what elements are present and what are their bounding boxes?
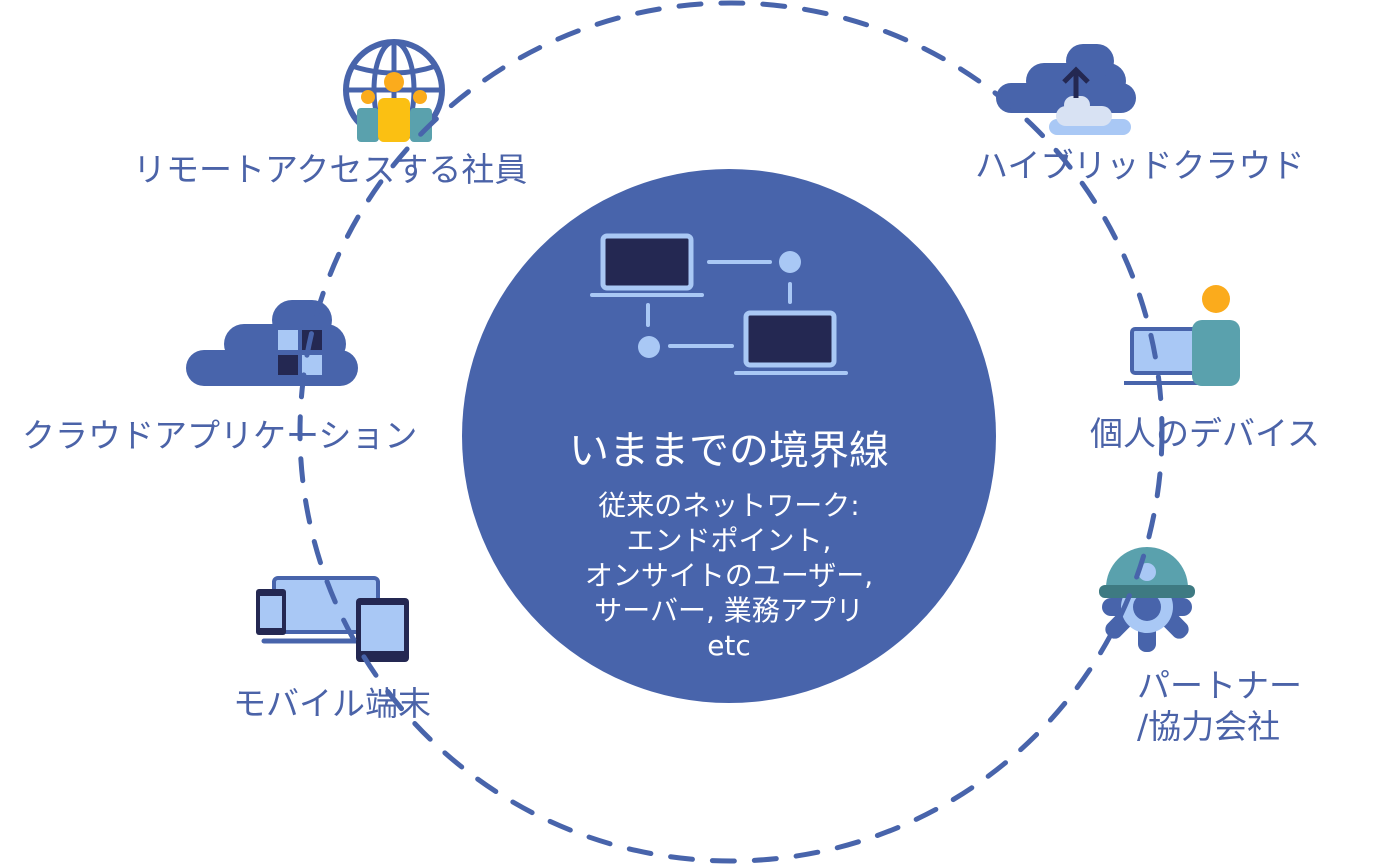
label-cloud-apps: クラウドアプリケーション: [22, 416, 418, 455]
mobile-devices-icon: [256, 576, 409, 662]
globe-people-icon: [343, 39, 445, 142]
center-line: サーバー, 業務アプリ: [594, 594, 864, 627]
center-title: いままでの境界線: [569, 428, 889, 474]
center-line: エンドポイント,: [626, 524, 832, 557]
cloud-app-icon: [186, 300, 358, 386]
label-hybrid-cloud: ハイブリッドクラウド: [975, 146, 1305, 185]
center-description: 従来のネットワーク: エンドポイント, オンサイトのユーザー, サーバー, 業務…: [462, 488, 996, 663]
cloud-upload-icon: [996, 44, 1136, 135]
center-line: オンサイトのユーザー,: [584, 559, 874, 592]
helmet-gear-icon: [1099, 547, 1195, 652]
label-partner: パートナー: [1137, 666, 1302, 705]
label-remote-employees: リモートアクセスする社員: [133, 150, 528, 189]
network-icon: [590, 233, 848, 375]
label-partner-company: /協力会社: [1137, 707, 1281, 746]
dashed-boundary: [297, 0, 1165, 864]
center-line: etc: [707, 629, 751, 662]
label-personal-devices: 個人のデバイス: [1090, 414, 1321, 453]
label-mobile: モバイル端末: [233, 684, 431, 723]
perimeter-circle: [462, 169, 996, 703]
center-line: 従来のネットワーク:: [598, 489, 860, 522]
